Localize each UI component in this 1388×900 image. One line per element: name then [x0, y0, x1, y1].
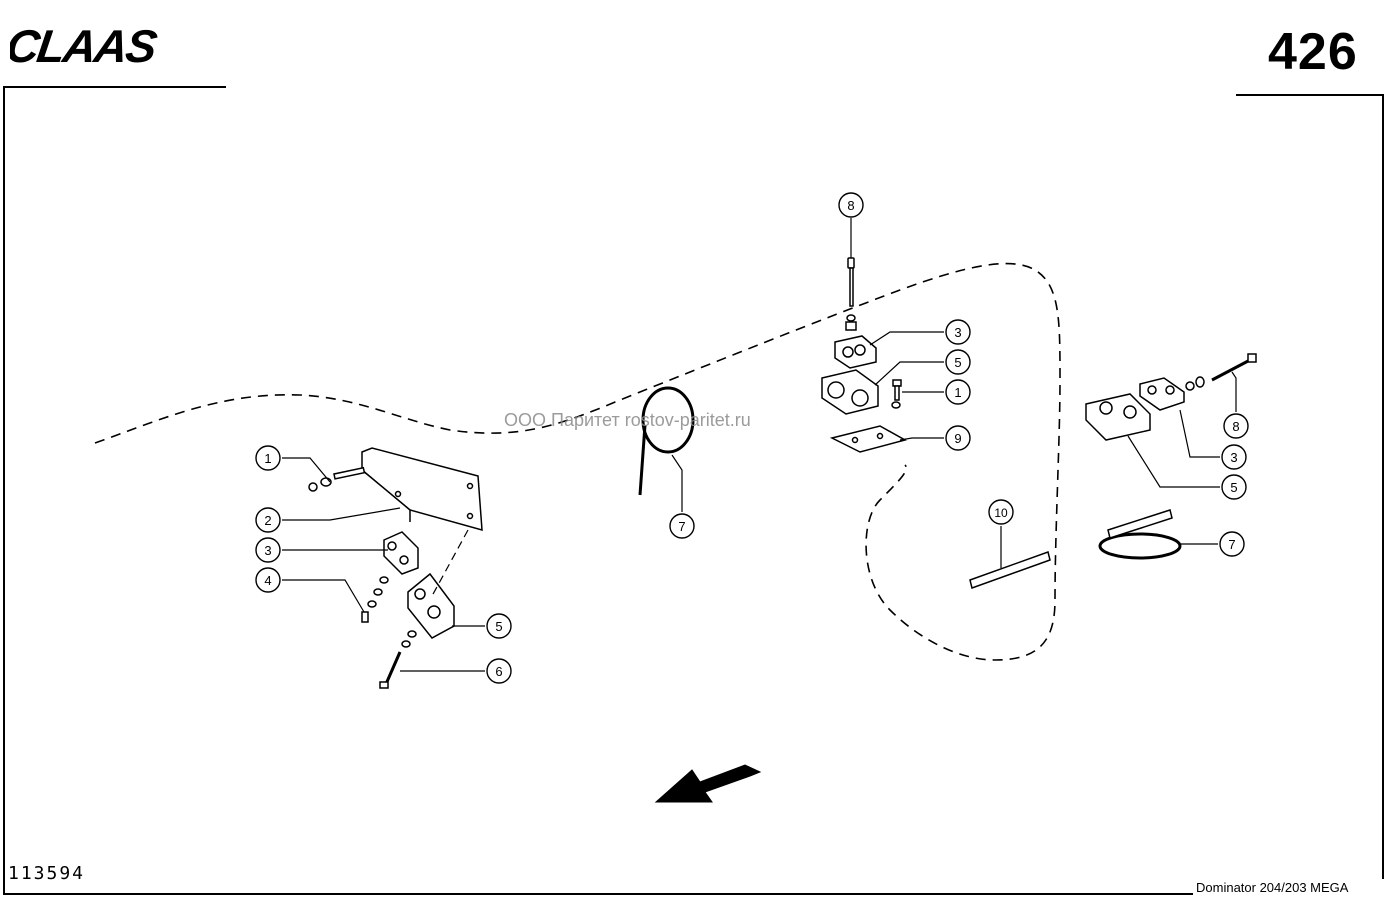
- frame-bottom-border: [3, 893, 1193, 895]
- claas-logo-text: CLAAS: [10, 20, 161, 70]
- leader-lines: [282, 218, 1237, 672]
- direction-arrow-icon: [654, 764, 762, 803]
- frame-left-border: [3, 86, 5, 894]
- svg-text:8: 8: [1232, 419, 1239, 434]
- svg-text:1: 1: [264, 451, 271, 466]
- svg-text:6: 6: [495, 664, 502, 679]
- center-assembly: [638, 257, 907, 496]
- callout-5-right: 5: [1221, 474, 1247, 500]
- header-left-rule: [4, 86, 226, 88]
- svg-text:7: 7: [678, 519, 685, 534]
- callout-5-left: 5: [486, 613, 512, 639]
- svg-text:3: 3: [264, 543, 271, 558]
- callout-7-center: 7: [669, 513, 695, 539]
- svg-text:5: 5: [1230, 480, 1237, 495]
- callout-1-center: 1: [945, 379, 971, 405]
- right-assembly: [969, 353, 1257, 589]
- callout-9-center: 9: [945, 425, 971, 451]
- frame-right-border: [1382, 94, 1384, 879]
- svg-text:5: 5: [954, 355, 961, 370]
- svg-text:8: 8: [847, 198, 854, 213]
- svg-text:3: 3: [954, 325, 961, 340]
- callout-8-right: 8: [1223, 413, 1249, 439]
- svg-text:10: 10: [994, 506, 1008, 520]
- claas-logo: CLAAS: [10, 20, 161, 70]
- callout-7-right: 7: [1219, 531, 1245, 557]
- callout-4-left: 4: [255, 567, 281, 593]
- callout-3-center: 3: [945, 319, 971, 345]
- callout-6-left: 6: [486, 658, 512, 684]
- svg-text:3: 3: [1230, 450, 1237, 465]
- svg-text:2: 2: [264, 513, 271, 528]
- callout-3-right: 3: [1221, 444, 1247, 470]
- svg-text:5: 5: [495, 619, 502, 634]
- svg-text:1: 1: [954, 385, 961, 400]
- left-assembly: [308, 447, 483, 689]
- svg-text:7: 7: [1228, 537, 1235, 552]
- callouts: 8 3 5 1 9 7 1 2 3 4 5 6 10 8 3 5 7: [255, 192, 1249, 684]
- callout-1-left: 1: [255, 445, 281, 471]
- watermark: ООО Паритет rostov-paritet.ru: [504, 410, 751, 430]
- page-number: 426: [1268, 23, 1358, 81]
- callout-8-top: 8: [838, 192, 864, 218]
- callout-2-left: 2: [255, 507, 281, 533]
- svg-text:9: 9: [954, 431, 961, 446]
- callout-5-center: 5: [945, 349, 971, 375]
- machine-outline-dashed: [94, 262, 1061, 661]
- model-name: Dominator 204/203 MEGA: [1196, 880, 1349, 895]
- callout-10-right: 10: [988, 499, 1014, 525]
- callout-3-left: 3: [255, 537, 281, 563]
- svg-text:4: 4: [264, 573, 271, 588]
- drawing-number: 113594: [8, 863, 86, 884]
- header-right-rule: [1236, 94, 1382, 96]
